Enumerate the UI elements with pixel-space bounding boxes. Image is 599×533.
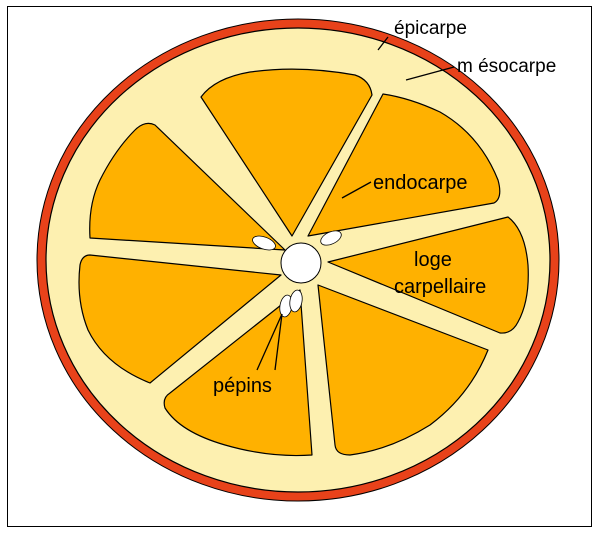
- label-mesocarpe: m ésocarpe: [457, 56, 556, 77]
- label-loge-line1: loge: [414, 249, 452, 271]
- label-loge-line2: carpellaire: [394, 276, 486, 298]
- central-axis: [281, 243, 321, 283]
- label-epicarpe: épicarpe: [394, 18, 467, 39]
- label-pepins: pépins: [213, 375, 272, 397]
- label-endocarpe: endocarpe: [373, 172, 468, 194]
